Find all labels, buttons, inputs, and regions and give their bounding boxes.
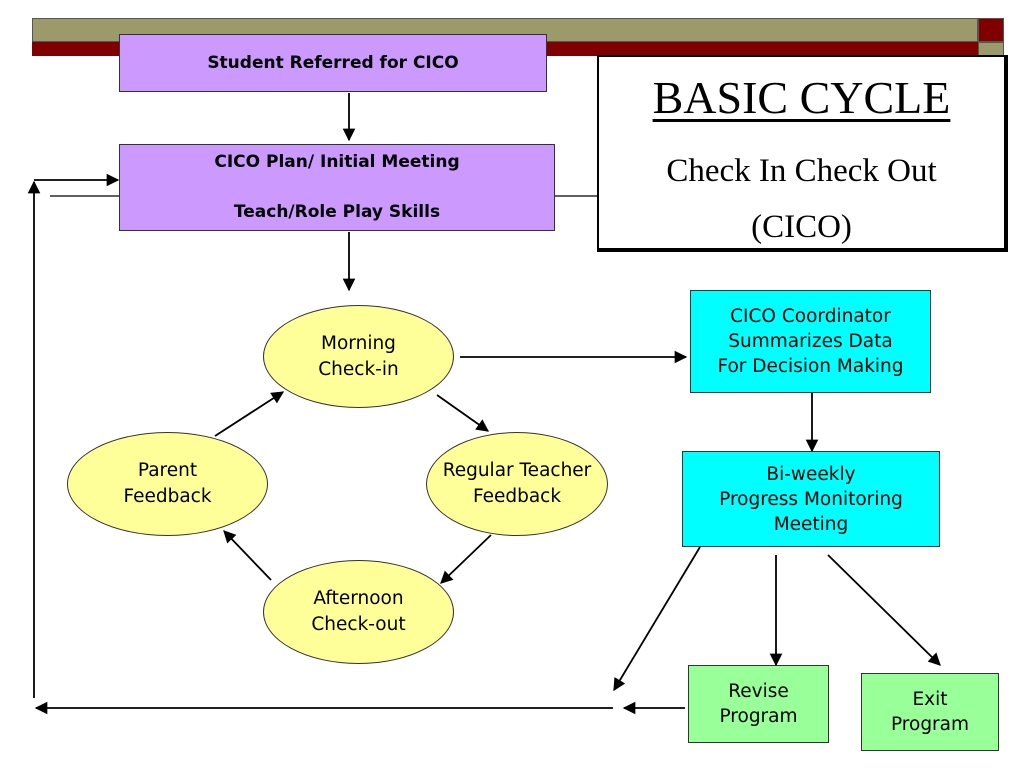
- morning-checkin-label: Morning Check-in: [318, 332, 399, 380]
- afternoon-checkout-ellipse: Afternoon Check-out: [263, 560, 454, 664]
- exit-box: Exit Program: [861, 673, 999, 751]
- revise-box: Revise Program: [688, 665, 829, 743]
- arrow-biweekly-to-exit: [827, 554, 941, 666]
- slide-title: BASIC CYCLE: [652, 72, 951, 123]
- exit-label: Exit Program: [890, 689, 970, 735]
- slide-subtitle-line2: (CICO): [751, 209, 852, 245]
- referred-box: Student Referred for CICO: [119, 34, 547, 92]
- afternoon-checkout-label: Afternoon Check-out: [311, 588, 406, 635]
- teacher-feedback-label: Regular Teacher Feedback: [442, 460, 592, 507]
- arrow-biweekly-to-return: [613, 546, 701, 692]
- arrow-parent-to-morning: [214, 391, 285, 437]
- header-maroon-square: [978, 18, 1004, 42]
- referred-label: Student Referred for CICO: [207, 53, 459, 73]
- teacher-feedback-ellipse: Regular Teacher Feedback: [426, 432, 608, 536]
- biweekly-label: Bi-weekly Progress Monitoring Meeting: [719, 463, 903, 535]
- revise-label: Revise Program: [719, 681, 798, 727]
- slide-subtitle-line1: Check In Check Out: [666, 153, 937, 189]
- plan-box: CICO Plan/ Initial Meeting Teach/Role Pl…: [119, 144, 555, 231]
- arrow-teacher-to-afternoon: [440, 534, 492, 584]
- coordinator-box: CICO Coordinator Summarizes Data For Dec…: [690, 290, 931, 393]
- morning-checkin-ellipse: Morning Check-in: [263, 305, 454, 408]
- title-box: BASIC CYCLE Check In Check Out (CICO): [597, 55, 1008, 252]
- biweekly-box: Bi-weekly Progress Monitoring Meeting: [682, 451, 940, 547]
- parent-feedback-label: Parent Feedback: [123, 460, 212, 507]
- arrow-morning-to-teacher: [436, 394, 490, 432]
- arrow-afternoon-to-parent: [223, 530, 272, 581]
- plan-label-line2: Teach/Role Play Skills: [233, 202, 441, 222]
- parent-feedback-ellipse: Parent Feedback: [67, 432, 268, 536]
- plan-label-line1: CICO Plan/ Initial Meeting: [214, 152, 460, 172]
- coordinator-label: CICO Coordinator Summarizes Data For Dec…: [717, 306, 904, 377]
